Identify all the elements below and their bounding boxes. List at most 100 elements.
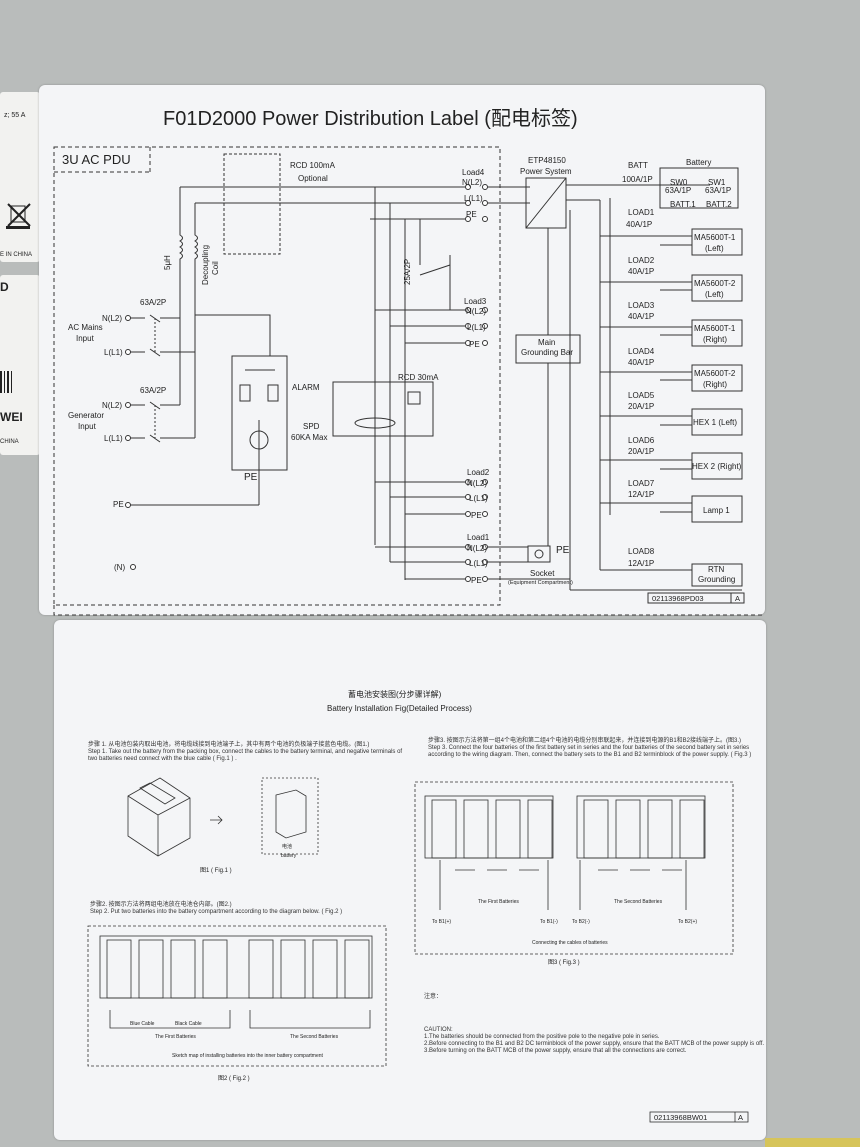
barcode-icon: [0, 371, 14, 398]
recycle-bin-icon: [6, 200, 32, 235]
to-b2-minus: To B2(-): [572, 919, 590, 925]
mains-breaker: 63A/2P: [140, 298, 166, 307]
ac-mains-label: AC Mains: [68, 323, 103, 332]
black-cable-label: Black Cable: [175, 1021, 202, 1027]
caution-notes: 注意： CAUTION: 1.The batteries should be c…: [424, 994, 764, 1055]
battery-title-cn: 蓄电池安装图(分步骤详解): [348, 689, 442, 699]
n-label: (N): [114, 563, 125, 572]
fig1-caption: 图1 ( Fig.1 ): [200, 867, 232, 874]
pdu-title: 3U AC PDU: [62, 152, 131, 167]
load1-title: Load1: [467, 533, 490, 542]
step2-cn: 步骤2. 按图示方法将两组电池放在电池仓内部。(图2.): [90, 902, 232, 908]
coil-label: Coil: [211, 261, 220, 275]
gen-l-label: L(L1): [104, 434, 123, 443]
load1-pe: PE: [471, 576, 482, 585]
step1-cn: 步骤 1. 从电池包装内取出电池，将电缆线接到电池端子上，其中有两个电池的负极端…: [88, 742, 370, 748]
load4-device-sub: (Right): [703, 380, 727, 389]
load8-device-sub: Grounding: [698, 575, 735, 584]
load7-rating: 12A/1P: [628, 490, 654, 499]
step1-text: 步骤 1. 从电池包装内取出电池，将电缆线接到电池端子上，其中有两个电池的负极端…: [88, 742, 410, 763]
load2-name: LOAD2: [628, 256, 655, 265]
spd-label: SPD: [303, 422, 320, 431]
load3-pe: PE: [469, 340, 480, 349]
socket-label: Socket: [530, 569, 555, 578]
caution-note-1: 1.The batteries should be connected from…: [424, 1034, 660, 1040]
load5-device: HEX 1 (Left): [693, 418, 737, 427]
left-label-card-top: z; 55 A E IN CHINA: [0, 92, 40, 262]
step1-en-line1: Step 1. Take out the battery from the pa…: [88, 749, 403, 755]
sw0-label: SW0: [670, 178, 688, 187]
load3-device: MA5600T-1: [694, 324, 736, 333]
to-b1-minus: To B1(-): [540, 919, 558, 925]
load4-rating: 40A/1P: [628, 358, 654, 367]
load4-name: LOAD4: [628, 347, 655, 356]
left-china-text: CHINA: [0, 439, 19, 445]
load5-rating: 20A/1P: [628, 402, 654, 411]
batt2-label: BATT.2: [706, 200, 732, 209]
gen-breaker: 63A/2P: [140, 386, 166, 395]
top-label-code: 02113968PD03: [652, 594, 704, 603]
alarm-label: ALARM: [292, 383, 320, 392]
load8-name: LOAD8: [628, 547, 655, 556]
left-label-card-bottom: D WEI CHINA: [0, 275, 40, 455]
load7-name: LOAD7: [628, 479, 655, 488]
first-batteries-fig3: The First Batteries: [478, 899, 519, 905]
to-b1-plus: To B1(+): [432, 919, 451, 925]
breaker25-label: 25A/2P: [403, 259, 412, 285]
left-brand-text: WEI: [0, 410, 23, 424]
load1-device-sub: (Left): [705, 244, 724, 253]
batt-label: BATT: [628, 161, 648, 170]
load2-n: N(L2): [467, 479, 487, 488]
load8-device: RTN: [708, 565, 725, 574]
inductor-label: 5μH: [163, 255, 172, 270]
rcd30-label: RCD 30mA: [398, 373, 439, 382]
shelf-edge: [765, 1138, 860, 1147]
generator-label: Generator: [68, 411, 104, 420]
mains-l-label: L(L1): [104, 348, 123, 357]
caution-title: CAUTION:: [424, 1027, 453, 1033]
load2-title: Load2: [467, 468, 490, 477]
socket-pe: PE: [556, 545, 570, 556]
connecting-caption: Connecting the cables of batteries: [532, 940, 608, 946]
load1-n: N(L2): [467, 544, 487, 553]
battery-title-en: Battery Installation Fig(Detailed Proces…: [327, 704, 472, 713]
second-batteries-fig3: The Second Batteries: [614, 899, 663, 905]
load3-title: Load3: [464, 297, 487, 306]
load4-l: L(L1): [464, 194, 483, 203]
rcd100-label: RCD 100mA: [290, 161, 336, 170]
caution-note-3: 3.Before turning on the BATT MCB of the …: [424, 1048, 687, 1054]
grounding-bar: Grounding Bar: [521, 348, 573, 357]
generator-input: Input: [78, 422, 97, 431]
etp-name: Power System: [520, 167, 572, 176]
load2-rating: 40A/1P: [628, 267, 654, 276]
step3-cn: 步骤3. 按图示方法将第一组4个电池和第二组4个电池的电缆分别串联起来，并连接到…: [428, 738, 742, 744]
rcd100-optional: Optional: [298, 174, 328, 183]
spd-rating: 60KA Max: [291, 433, 327, 442]
load3-n: N(L2): [466, 307, 486, 316]
load2-device-sub: (Left): [705, 290, 724, 299]
socket-sub: (Equipment Compartment): [508, 580, 573, 586]
battery-label: Battery: [686, 158, 711, 167]
top-label-rev: A: [735, 594, 740, 603]
sw1-rating: 63A/1P: [705, 186, 731, 195]
step3-en-line1: Step 3. Connect the four batteries of th…: [428, 745, 750, 751]
load8-rating: 12A/1P: [628, 559, 654, 568]
load3-name: LOAD3: [628, 301, 655, 310]
fig2-caption: 图2 ( Fig.2 ): [218, 1075, 250, 1082]
load1-rating: 40A/1P: [626, 220, 652, 229]
load4-device: MA5600T-2: [694, 369, 736, 378]
load7-device: Lamp 1: [703, 506, 730, 515]
batt-rating: 100A/1P: [622, 175, 653, 184]
left-made-in-china-text: E IN CHINA: [0, 252, 33, 258]
load6-device: HEX 2 (Right): [692, 462, 742, 471]
load6-rating: 20A/1P: [628, 447, 654, 456]
mains-n-label: N(L2): [102, 314, 122, 323]
to-b2-plus: To B2(+): [678, 919, 697, 925]
load2-device: MA5600T-2: [694, 279, 736, 288]
load2-pe: PE: [471, 511, 482, 520]
battery-installation-label: [54, 620, 766, 1140]
load5-name: LOAD5: [628, 391, 655, 400]
load6-name: LOAD6: [628, 436, 655, 445]
